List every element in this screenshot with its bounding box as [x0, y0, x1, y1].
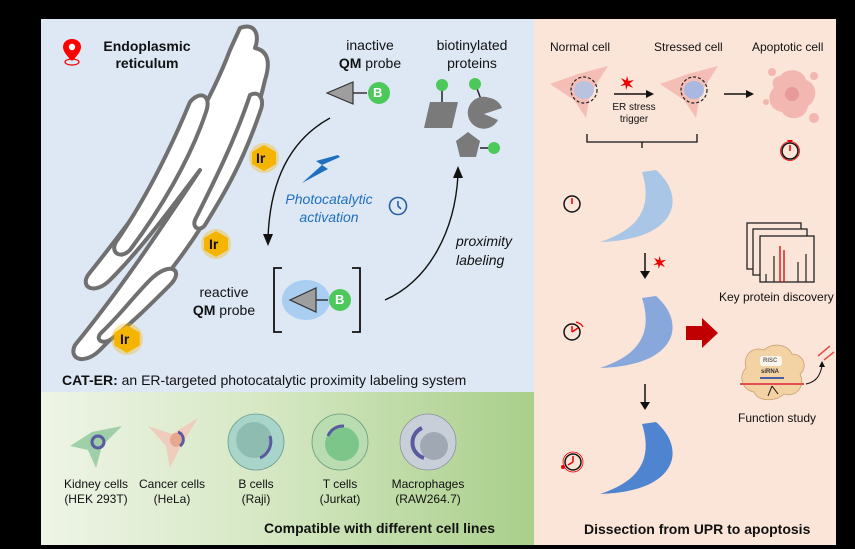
reactive-probe-rest: probe — [215, 302, 256, 318]
cell-line-name: (HeLa) — [153, 492, 191, 506]
normal-cell-label: Normal cell — [550, 40, 611, 54]
apoptotic-cell-label: Apoptotic cell — [752, 40, 824, 54]
proximity-labeling-label: proximity labeling — [456, 232, 512, 270]
apoptotic-cell-icon — [763, 68, 819, 123]
down-arrow — [640, 384, 650, 410]
sirna-label: siRNA — [761, 369, 780, 375]
endoplasmic-reticulum-illustration — [71, 24, 270, 361]
risc-label: RISC — [763, 358, 778, 364]
reactive-qm-probe-icon — [273, 267, 361, 333]
normal-cell-icon — [550, 66, 608, 118]
timer-icon-late — [780, 140, 800, 161]
iridium-label: Ir — [120, 331, 130, 347]
biotinylated-line2: proteins — [447, 55, 497, 71]
cell-illustration — [227, 413, 285, 471]
er-proteome-normal — [600, 170, 673, 242]
biotinylated-proteins-label: biotinylated proteins — [422, 36, 522, 72]
upr-caption: Dissection from UPR to apoptosis — [584, 521, 811, 537]
iridium-label: Ir — [256, 150, 266, 166]
er-title: Endoplasmic reticulum — [92, 38, 202, 72]
stressed-cell-label: Stressed cell — [654, 40, 723, 54]
cell-type-name: Kidney cells — [63, 477, 129, 491]
cell-line-name: (HEK 293T) — [64, 492, 128, 506]
stressed-cell-icon — [660, 66, 718, 118]
reactive-probe-label: reactive QM probe — [182, 283, 266, 319]
cell-illustration — [148, 418, 198, 468]
light-bolt-icon — [302, 155, 340, 183]
er-stress-trigger-icon — [653, 256, 666, 269]
biotin-label: B — [335, 292, 345, 307]
mass-spectra-icon — [746, 222, 815, 283]
er-stress-trigger-label: ER stress trigger — [608, 102, 660, 126]
cat-er-caption-bold: CAT-ER: — [62, 372, 118, 388]
cell-type-name: B cells — [238, 477, 274, 491]
cat-er-caption: CAT-ER: an ER-targeted photocatalytic pr… — [62, 372, 466, 388]
iridium-catalyst-icon — [249, 143, 279, 173]
iridium-label: Ir — [209, 236, 219, 252]
cell-line-name: (RAW264.7) — [395, 492, 461, 506]
proximity-line2: labeling — [456, 252, 505, 268]
key-protein-discovery-label: Key protein discovery — [719, 290, 834, 304]
timer-icon-mid — [563, 321, 584, 341]
timer-icon-early — [563, 195, 581, 213]
result-arrow — [686, 318, 718, 348]
reactive-probe-line1: reactive — [199, 284, 249, 300]
photocatalytic-cycle-arrows — [263, 117, 463, 301]
inactive-probe-rest: probe — [361, 55, 402, 71]
clock-icon — [388, 196, 408, 216]
cell-line-label: Cancer cells(HeLa) — [130, 477, 214, 507]
er-proteome-apoptotic — [600, 422, 673, 494]
inactive-qm-probe-icon — [325, 81, 390, 105]
photocatalytic-activation-label: Photocatalytic activation — [273, 190, 385, 226]
inactive-probe-line1: inactive — [346, 37, 394, 53]
photocatalytic-line2: activation — [299, 209, 359, 225]
er-title-line1: Endoplasmic — [103, 38, 191, 54]
proximity-line1: proximity — [456, 233, 513, 249]
er-title-line2: reticulum — [115, 55, 179, 71]
er-proteome-stressed — [600, 296, 673, 368]
iridium-catalyst-icon — [201, 229, 231, 259]
down-arrow — [640, 253, 650, 279]
cell-line-label: B cells(Raji) — [214, 477, 298, 507]
cell-type-name: T cells — [322, 477, 358, 491]
photocatalytic-line1: Photocatalytic — [285, 191, 373, 207]
cell-illustration — [70, 426, 122, 468]
cat-er-caption-rest: an ER-targeted photocatalytic proximity … — [117, 372, 467, 388]
cell-line-name: (Jurkat) — [319, 492, 361, 506]
er-location-icon — [63, 39, 81, 66]
biotin-label: B — [373, 85, 383, 100]
cell-illustration — [311, 413, 369, 471]
reactive-probe-qm: QM — [192, 302, 216, 318]
timer-icon-final — [561, 451, 584, 473]
cell-line-label: Macrophages(RAW264.7) — [386, 477, 470, 507]
biotinylated-line1: biotinylated — [436, 37, 508, 53]
trigger-line1: ER stress — [612, 102, 656, 113]
cell-type-name: Cancer cells — [138, 477, 206, 491]
risc-sirna-icon — [740, 344, 835, 401]
function-study-label: Function study — [738, 411, 817, 425]
trigger-line2: trigger — [619, 114, 649, 125]
biotinylated-proteins-icon — [424, 78, 502, 157]
cell-type-name: Macrophages — [391, 477, 465, 491]
cell-line-name: (Raji) — [241, 492, 271, 506]
cell-lines-caption: Compatible with different cell lines — [264, 520, 496, 536]
cell-illustration — [399, 413, 457, 471]
cell-line-label: T cells(Jurkat) — [298, 477, 382, 507]
inactive-probe-label: inactive QM probe — [330, 36, 410, 72]
inactive-probe-qm: QM — [338, 55, 362, 71]
cell-lines-panel-background — [41, 392, 534, 545]
trigger-arrow — [614, 90, 654, 98]
apoptosis-arrow — [724, 90, 754, 98]
er-stress-trigger-icon — [620, 76, 634, 90]
timeline-bracket — [586, 134, 698, 148]
cell-line-label: Kidney cells(HEK 293T) — [54, 477, 138, 507]
iridium-catalyst-icon — [111, 323, 143, 355]
